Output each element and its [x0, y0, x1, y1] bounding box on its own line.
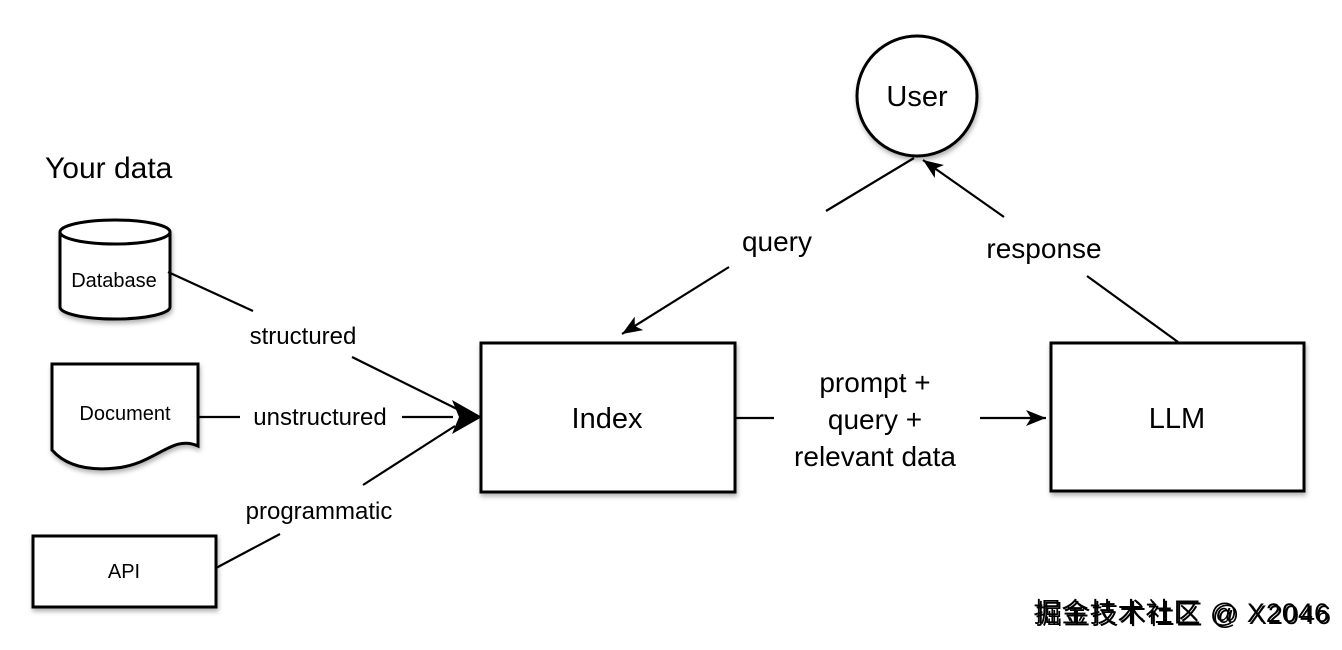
api-label: API — [108, 561, 140, 583]
merge-arrowhead-icon — [452, 400, 482, 434]
database-cylinder-body — [58, 232, 172, 321]
database-cylinder-icon — [58, 218, 172, 321]
index-node-box — [479, 341, 737, 494]
edge-llm-to-response — [1086, 275, 1179, 343]
llm-node-box — [1049, 341, 1306, 493]
edge-programmatic-to-index — [362, 425, 456, 486]
structured-edge-label: structured — [250, 323, 357, 350]
edge-structured-to-index — [351, 356, 458, 410]
edge-user-to-query — [825, 157, 915, 212]
your-data-title: Your data — [45, 152, 173, 185]
connectors-layer — [167, 157, 1179, 569]
edge-api-to-programmatic — [215, 533, 281, 569]
programmatic-edge-label: programmatic — [246, 498, 393, 525]
watermark: 掘金技术社区 @ X2046 掘金技术社区 @ X2046 — [1034, 598, 1333, 630]
user-node-circle — [855, 34, 979, 158]
api-node-box — [31, 534, 218, 609]
prompt-edge-label-line3: relevant data — [794, 441, 956, 472]
query-edge-label: query — [742, 226, 812, 257]
watermark-shadow-text: 掘金技术社区 @ X2046 — [1036, 600, 1333, 630]
prompt-edge-label-line1: prompt + — [819, 367, 930, 398]
database-label: Database — [71, 270, 157, 292]
database-cylinder-top — [58, 218, 172, 246]
llm-label: LLM — [1149, 403, 1205, 435]
unstructured-edge-label: unstructured — [253, 404, 386, 431]
document-label: Document — [79, 403, 171, 425]
document-shape-icon — [50, 362, 200, 471]
user-label: User — [886, 81, 948, 113]
edge-query-to-index-arrow — [621, 266, 730, 335]
prompt-edge-label-line2: query + — [828, 404, 922, 435]
shapes-layer — [31, 34, 1306, 609]
prompt-edge-label: prompt + query + relevant data — [794, 367, 956, 472]
edge-response-to-user-arrow — [922, 159, 1005, 218]
watermark-front-text: 掘金技术社区 @ X2046 — [1034, 598, 1331, 628]
edge-database-to-structured — [167, 271, 254, 312]
index-label: Index — [572, 403, 643, 435]
response-edge-label: response — [986, 233, 1101, 264]
labels-layer: Your data Database Document API Index LL… — [45, 81, 1205, 583]
